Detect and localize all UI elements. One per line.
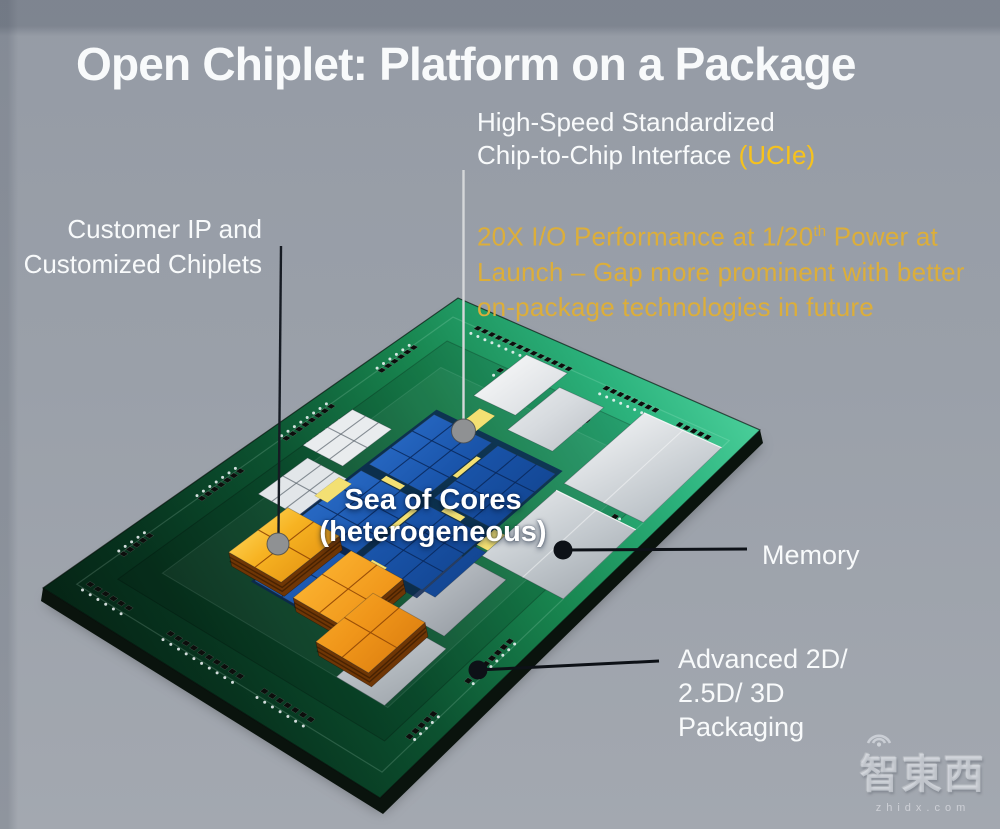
wifi-icon (866, 734, 892, 747)
superscript-th: th (813, 223, 827, 240)
page-title: Open Chiplet: Platform on a Package (76, 38, 857, 90)
packaging-leader-dot (468, 660, 488, 680)
performance-line3: on-package technologies in future (477, 291, 874, 322)
die-field (257, 409, 393, 517)
packaging-annotation: Advanced 2D/ 2.5D/ 3D Packaging (678, 644, 848, 742)
memory-leader-dot (553, 540, 573, 560)
watermark: 智東西 zhidx.com (856, 734, 990, 814)
performance-line2: Launch – Gap more prominent with better (477, 256, 965, 287)
customer-leader-dot (266, 532, 290, 556)
interface-annotation: High-Speed Standardized Chip-to-Chip Int… (477, 106, 815, 172)
interface-line2: Chip-to-Chip Interface (UCIe) (477, 140, 816, 170)
customer-annotation: Customer IP and Customized Chiplets (23, 214, 262, 279)
watermark-domain: zhidx.com (875, 802, 971, 814)
sea-of-cores-label: Sea of Cores (heterogeneous) (319, 484, 547, 548)
interface-line1: High-Speed Standardized (477, 107, 775, 137)
watermark-logo: 智東西 (860, 753, 986, 797)
ucie-leader-dot (451, 418, 476, 444)
performance-line1: 20X I/O Performance at 1/20th Power at (477, 221, 938, 252)
memory-annotation: Memory (762, 540, 860, 570)
ucie-highlight: (UCIe) (738, 140, 816, 170)
orange-chiplet-stacks (227, 507, 429, 688)
leader-lines (266, 170, 748, 680)
performance-annotation: 20X I/O Performance at 1/20th Power at L… (477, 214, 965, 325)
